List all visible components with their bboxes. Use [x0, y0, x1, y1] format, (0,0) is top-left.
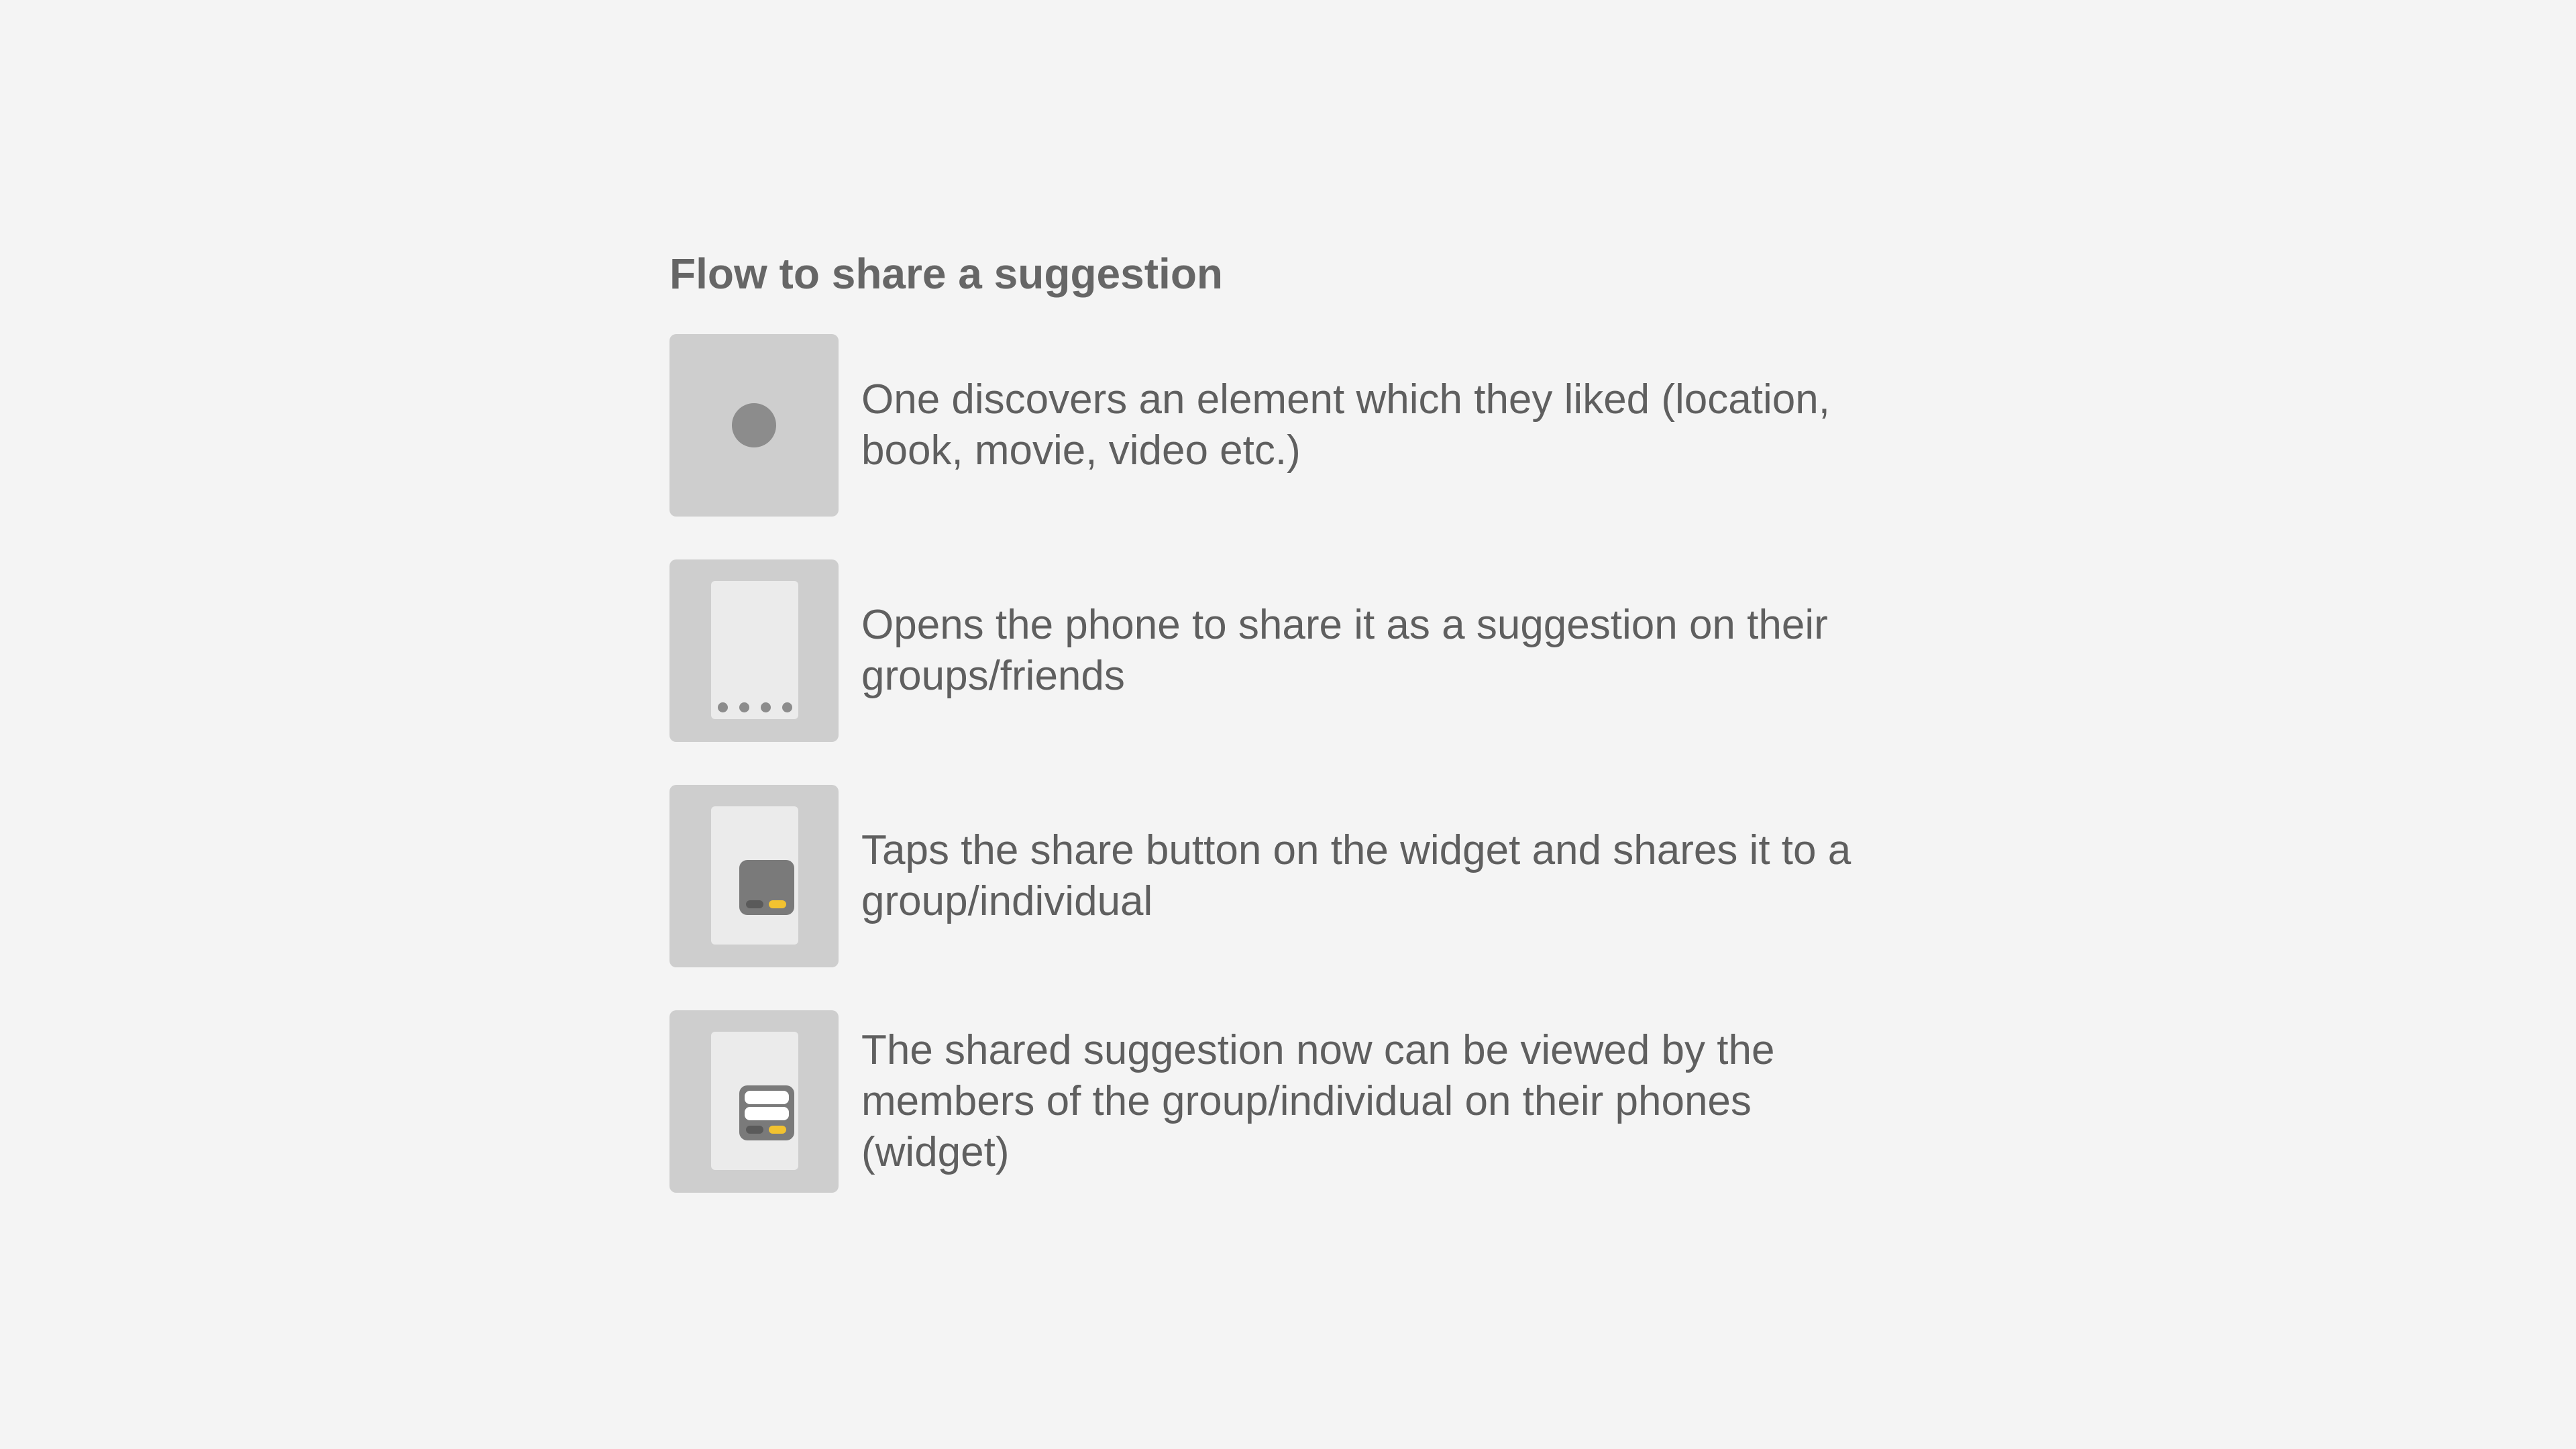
phone-screen: [711, 1032, 798, 1170]
phone-widget-share-icon: [739, 860, 794, 915]
circle-dot-icon: [732, 403, 776, 447]
flow-title: Flow to share a suggestion: [669, 250, 1223, 298]
step-4-thumbnail: [669, 1010, 839, 1193]
flow-step-2: Opens the phone to share it as a suggest…: [669, 559, 2011, 742]
step-2-thumbnail: [669, 559, 839, 742]
step-1-thumbnail: [669, 334, 839, 517]
step-2-text: Opens the phone to share it as a suggest…: [861, 602, 1828, 699]
step-4-text: The shared suggestion now can be viewed …: [861, 1027, 1775, 1175]
flow-step-3: Taps the share button on the widget and …: [669, 785, 2011, 967]
flow-step-4: The shared suggestion now can be viewed …: [669, 1010, 2011, 1193]
step-3-text: Taps the share button on the widget and …: [861, 827, 1851, 924]
page-dots-icon: [711, 702, 798, 712]
step-1-text: One discovers an element which they like…: [861, 376, 1830, 474]
step-3-thumbnail: [669, 785, 839, 967]
phone-screen: [711, 806, 798, 945]
flow-panel: Flow to share a suggestion One discovers…: [669, 241, 2011, 1236]
phone-widget-suggestion-icon: [739, 1085, 794, 1140]
phone-home-icon: [711, 581, 798, 719]
flow-step-1: One discovers an element which they like…: [669, 334, 2011, 517]
